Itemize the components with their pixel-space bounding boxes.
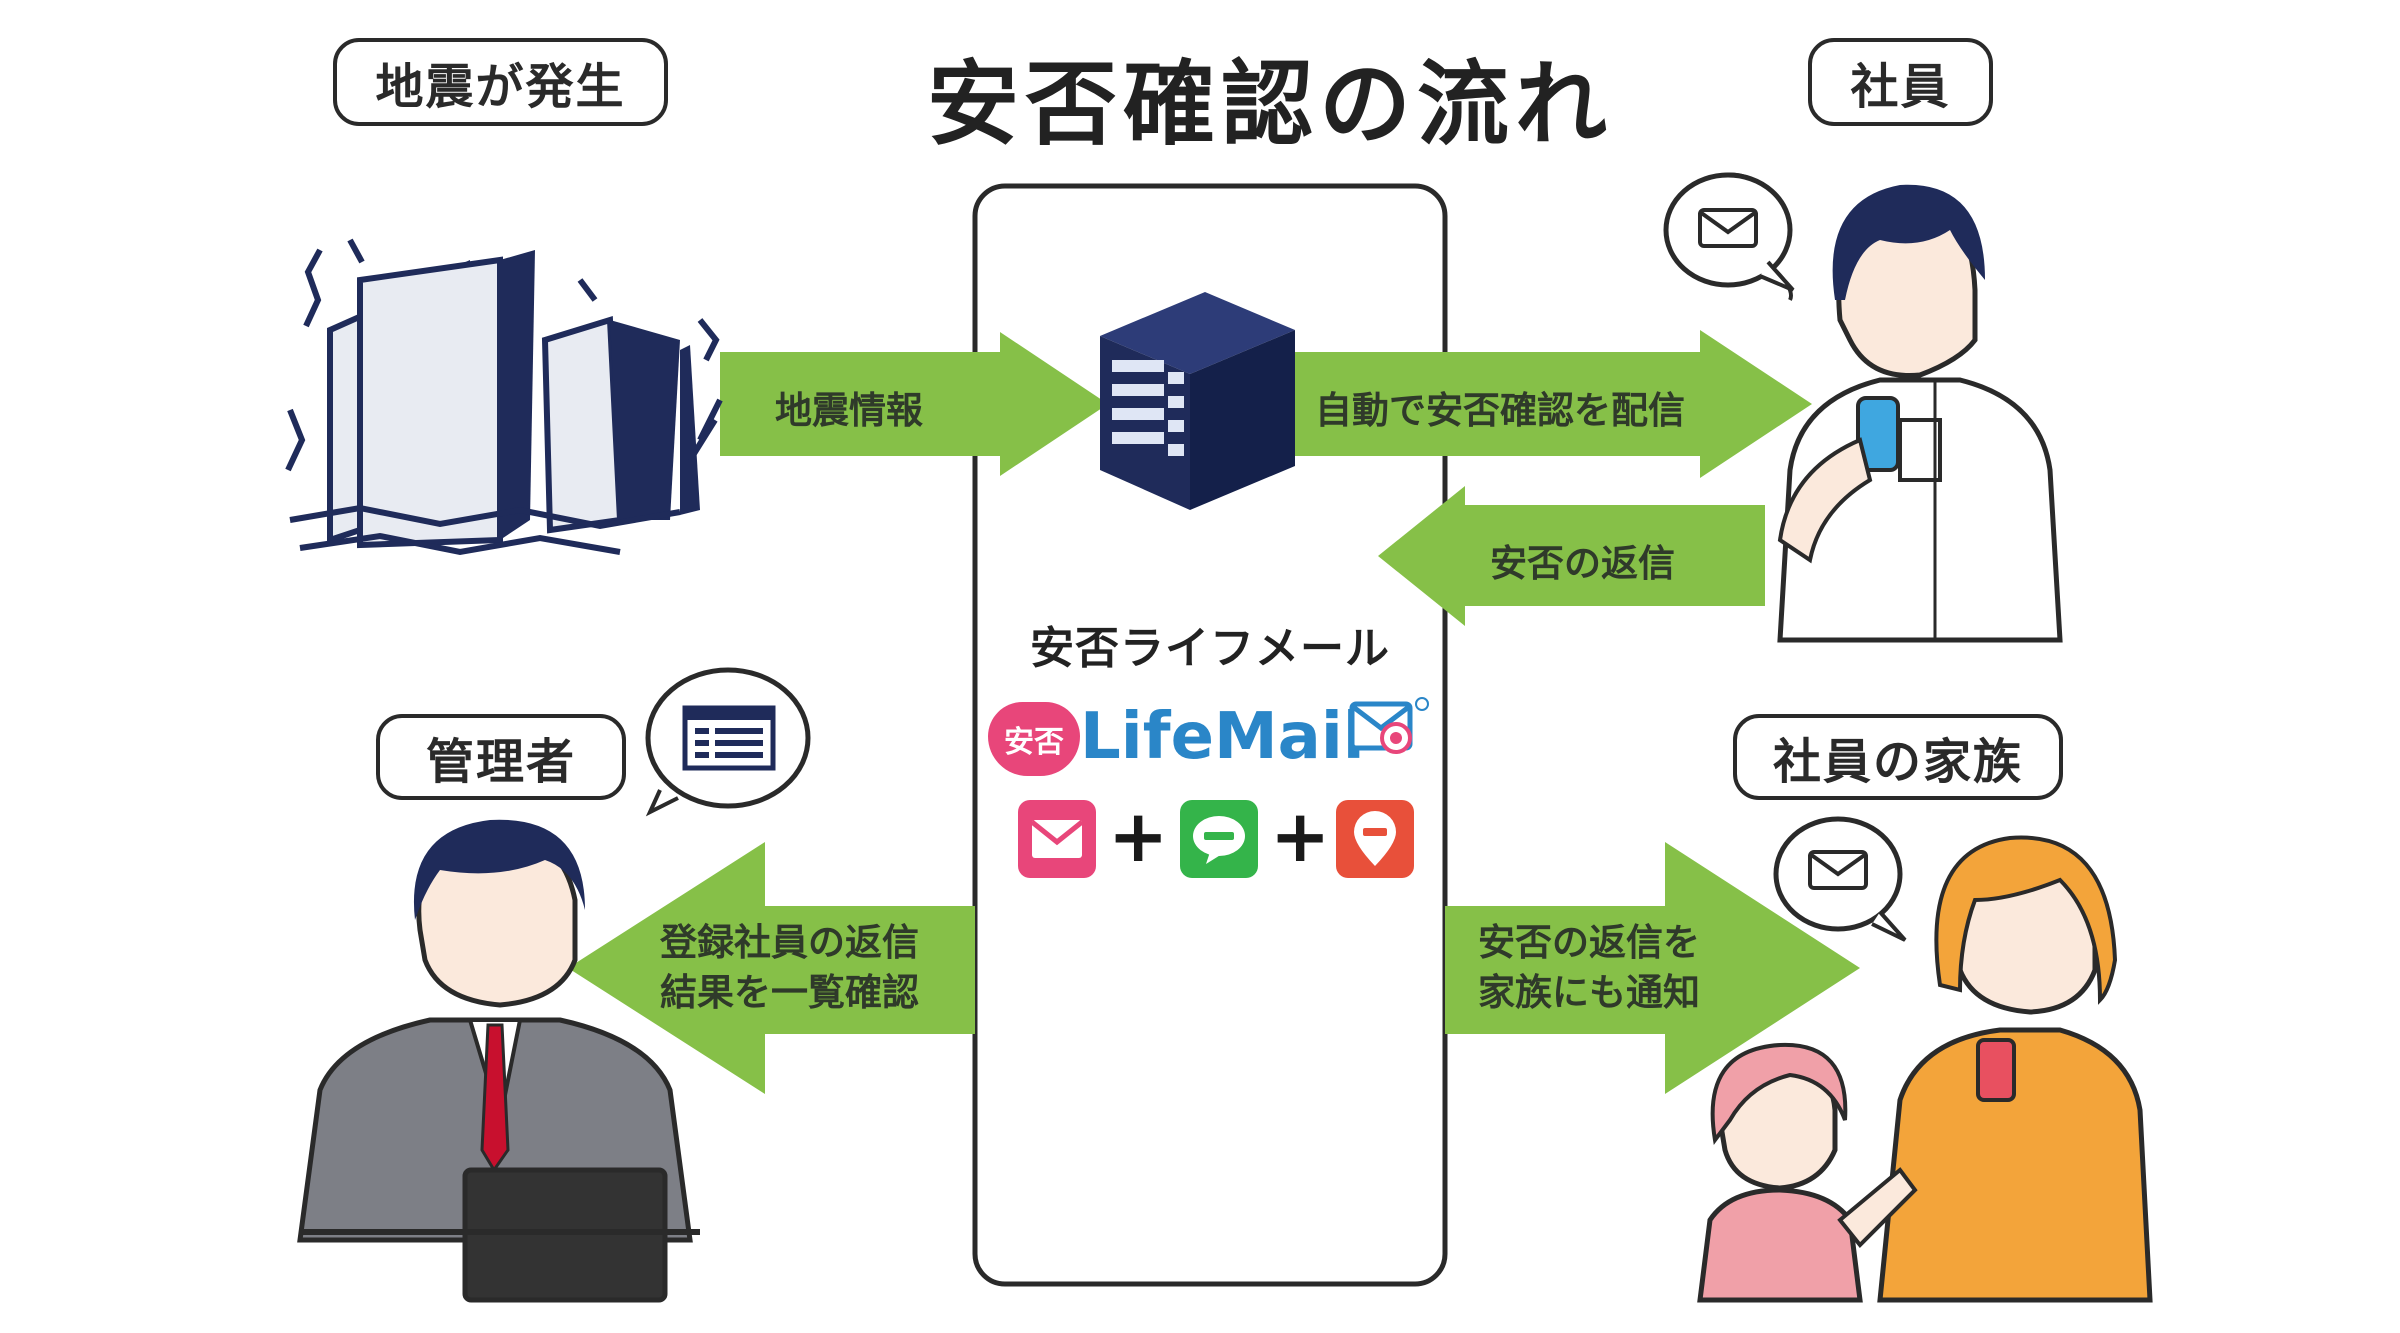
mail-icon bbox=[1018, 800, 1096, 878]
arrow-auto-confirm bbox=[1275, 330, 1812, 478]
label-employee: 社員 bbox=[1808, 38, 1993, 126]
employee-mail-envelope-icon bbox=[1698, 208, 1795, 292]
location-pin-icon bbox=[1336, 800, 1414, 878]
manager-list-bubble-icon bbox=[645, 667, 811, 817]
logo-envelope-icon bbox=[1349, 697, 1429, 754]
diagram-title: 安否確認の流れ bbox=[926, 51, 1613, 158]
line-icon bbox=[1180, 800, 1258, 878]
arrow-reply bbox=[1378, 486, 1765, 626]
arrow-label-reply: 安否の返信 bbox=[1490, 542, 1675, 585]
logo-text: LifeMail bbox=[1080, 700, 1365, 774]
collapsing-buildings-icon bbox=[285, 238, 723, 556]
label-family: 社員の家族 bbox=[1733, 714, 2063, 800]
family-person-icon bbox=[1697, 835, 2153, 1303]
arrow-family bbox=[1445, 842, 1860, 1094]
logo-badge: 安否 bbox=[988, 702, 1080, 776]
plus-sign-2: + bbox=[1270, 794, 1331, 878]
arrow-label-quake-info: 地震情報 bbox=[775, 389, 923, 432]
arrow-label-family: 安否の返信を 家族にも通知 bbox=[1478, 918, 1700, 1018]
arrow-label-results: 登録社員の返信 結果を一覧確認 bbox=[660, 918, 919, 1018]
family-mail-bubble-icon bbox=[1773, 816, 1907, 942]
employee-phone-icon bbox=[1856, 396, 1900, 472]
arrow-quake-info bbox=[720, 332, 1108, 476]
label-manager: 管理者 bbox=[376, 714, 626, 800]
arrow-label-auto-confirm: 自動で安否確認を配信 bbox=[1315, 389, 1685, 432]
arrow-label-family-line1: 安否の返信を bbox=[1478, 921, 1700, 964]
label-earthquake: 地震が発生 bbox=[333, 38, 668, 126]
manager-person-icon bbox=[297, 819, 700, 1303]
arrow-label-results-line2: 結果を一覧確認 bbox=[660, 971, 919, 1014]
arrow-results bbox=[568, 842, 975, 1094]
family-phone-icon bbox=[1976, 1038, 2016, 1102]
plus-sign-1: + bbox=[1108, 794, 1169, 878]
server-icon bbox=[1100, 292, 1295, 510]
product-name: 安否ライフメール bbox=[1030, 623, 1390, 674]
arrow-label-family-line2: 家族にも通知 bbox=[1478, 971, 1700, 1014]
system-panel bbox=[972, 183, 1448, 1287]
arrow-label-results-line1: 登録社員の返信 bbox=[660, 921, 919, 964]
